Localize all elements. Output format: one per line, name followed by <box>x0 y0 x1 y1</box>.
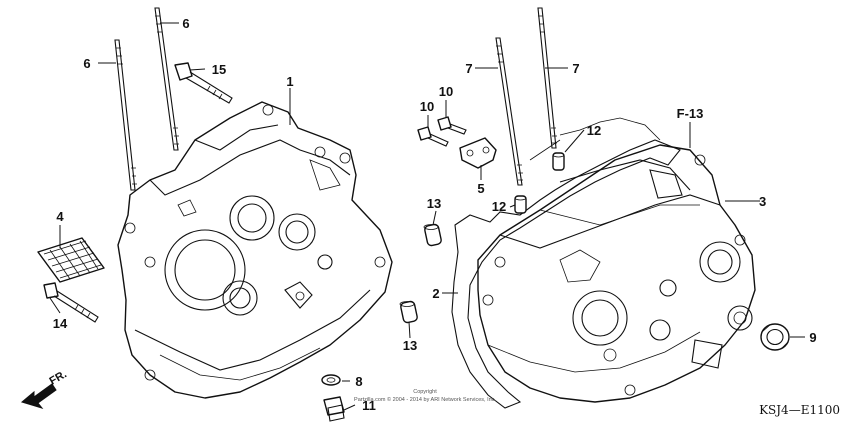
callout-8: 8 <box>355 374 362 389</box>
front-direction-arrow-icon <box>20 383 57 409</box>
right-crankcase <box>477 144 756 403</box>
dowel-pin-12b <box>514 195 527 214</box>
callout-12b: 12 <box>492 199 506 214</box>
callout-6a: 6 <box>83 56 90 71</box>
stud-bolt-6a <box>114 39 137 191</box>
reference-label-f13: F-13 <box>677 106 704 121</box>
dowel-pin-12a <box>552 152 565 171</box>
callout-14: 14 <box>53 316 68 331</box>
setting-plate-5 <box>459 137 497 169</box>
sealing-washer-8 <box>321 374 341 386</box>
callout-13b: 13 <box>403 338 417 353</box>
bolt-10a <box>417 126 449 147</box>
oil-seal-9 <box>760 323 790 351</box>
callout-10a: 10 <box>420 99 434 114</box>
drain-plug-11 <box>323 396 345 422</box>
callout-11: 11 <box>362 398 376 413</box>
callout-4: 4 <box>56 209 64 224</box>
callout-6b: 6 <box>182 16 189 31</box>
oil-strainer-screen <box>37 237 105 283</box>
leader-lines <box>49 22 805 411</box>
diagram-code: KSJ4—E1100 <box>759 403 840 417</box>
callout-2: 2 <box>432 286 439 301</box>
bolt-10b <box>437 116 467 135</box>
left-crankcase <box>117 101 393 399</box>
callout-3: 3 <box>759 194 766 209</box>
callout-10b: 10 <box>439 84 453 99</box>
bolt-14 <box>43 282 99 323</box>
callout-7a: 7 <box>465 61 472 76</box>
callout-15: 15 <box>212 62 226 77</box>
callout-9: 9 <box>809 330 816 345</box>
callout-5: 5 <box>477 181 484 196</box>
callout-7b: 7 <box>572 61 579 76</box>
stud-bolt-7a <box>495 37 523 186</box>
callout-1: 1 <box>286 74 293 89</box>
copyright-notice: Partzilla.com © 2004 - 2014 by ARI Netwo… <box>354 396 496 403</box>
stud-bolt-6b <box>154 7 179 151</box>
front-direction-label: FR. <box>48 368 69 387</box>
copyright-title: Copyright <box>413 389 437 395</box>
stud-bolt-7b <box>537 7 557 149</box>
callout-12a: 12 <box>587 123 601 138</box>
callout-13a: 13 <box>427 196 441 211</box>
dowel-pin-13a <box>423 223 442 247</box>
dowel-pin-13b <box>399 300 418 324</box>
bolt-15 <box>174 62 233 104</box>
